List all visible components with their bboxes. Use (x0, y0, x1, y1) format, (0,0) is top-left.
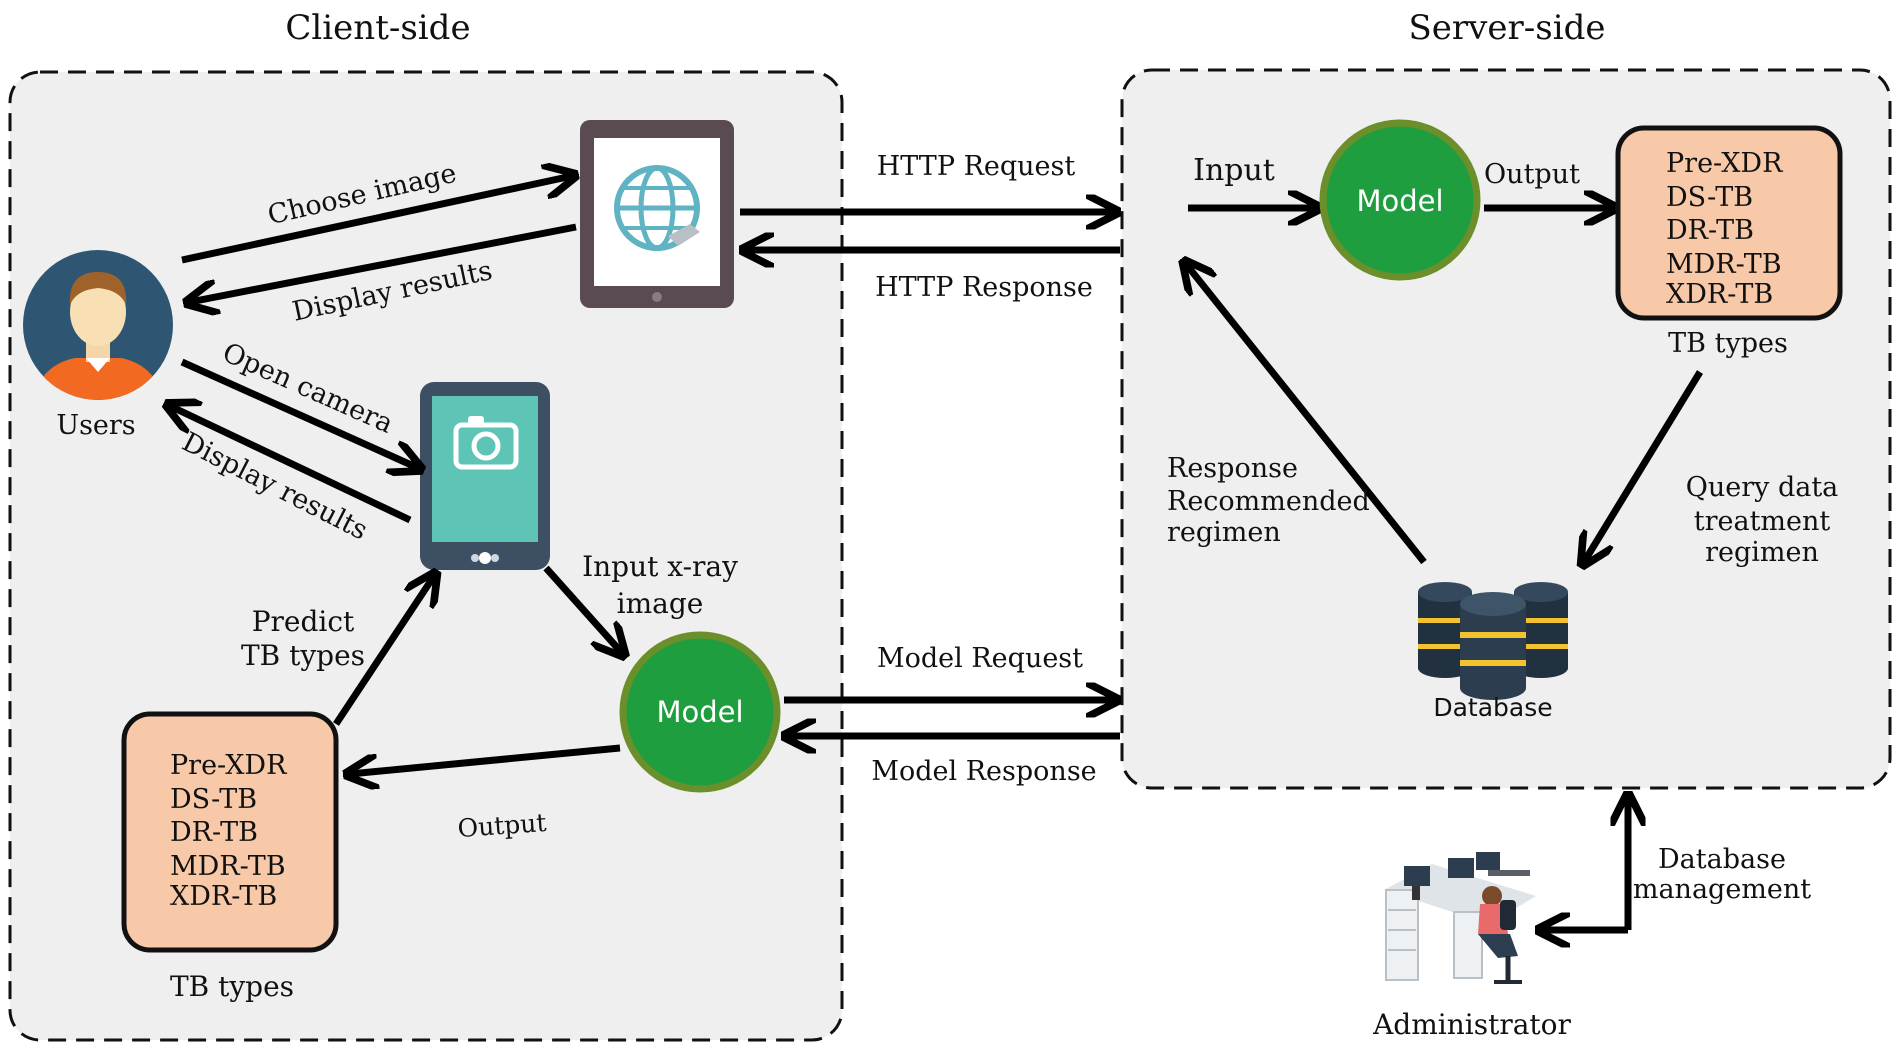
users-label: Users (56, 410, 135, 441)
arrow-predict-tb (333, 576, 434, 726)
arrow-display-results-bottom (170, 406, 412, 524)
administrator-icon (1384, 852, 1536, 984)
server-tb-item: Pre-XDR (1666, 148, 1783, 179)
db-management-line2: management (1633, 874, 1811, 905)
http-response-label: HTTP Response (875, 272, 1093, 303)
arrow-open-camera (180, 358, 418, 468)
client-tb-types-caption: TB types (170, 970, 294, 1003)
client-tb-item: MDR-TB (170, 851, 286, 882)
server-title: Server-side (1409, 8, 1606, 48)
server-tb-item: XDR-TB (1666, 279, 1773, 310)
input-xray-label-line1: Input x-ray (582, 550, 738, 583)
server-input-label: Input (1193, 153, 1275, 188)
middle-arrows (740, 212, 1120, 736)
client-arrows (170, 176, 622, 774)
server-tb-item: MDR-TB (1666, 249, 1782, 280)
predict-label-line2: TB types (241, 639, 365, 672)
server-tb-types-caption: TB types (1668, 328, 1788, 359)
db-management-line1: Database (1658, 844, 1786, 875)
response-label-line2: Recommended (1167, 486, 1370, 517)
database-label: Database (1433, 693, 1552, 722)
client-tb-item: Pre-XDR (170, 750, 287, 781)
server-model-label: Model (1356, 184, 1443, 218)
database-icon (1418, 582, 1568, 700)
response-label-line3: regimen (1167, 517, 1281, 548)
server-tb-types-box: Pre-XDR DS-TB DR-TB MDR-TB XDR-TB (1615, 125, 1843, 321)
arrow-display-results-top (190, 223, 577, 302)
client-tb-item: DR-TB (170, 817, 258, 848)
arrow-client-output (350, 744, 621, 774)
response-label-line1: Response (1167, 453, 1298, 484)
input-xray-label-line2: image (617, 587, 704, 620)
query-label-line1: Query data (1686, 472, 1839, 503)
query-label-line3: regimen (1705, 537, 1819, 568)
user-avatar-icon (23, 250, 173, 400)
administrator-label: Administrator (1372, 1008, 1571, 1041)
http-request-label: HTTP Request (877, 151, 1076, 182)
phone-camera-icon (420, 382, 550, 570)
arrow-response-regimen (1186, 264, 1427, 565)
tablet-web-icon (580, 120, 734, 308)
server-arrows (1186, 208, 1703, 930)
predict-label-line1: Predict (252, 605, 355, 638)
server-model-node: Model (1319, 119, 1481, 281)
client-model-node: Model (619, 631, 781, 793)
server-tb-item: DR-TB (1666, 215, 1754, 246)
client-tb-item: DS-TB (170, 784, 257, 815)
query-label-line2: treatment (1694, 506, 1831, 537)
client-title: Client-side (285, 8, 470, 48)
client-model-label: Model (656, 695, 743, 729)
client-tb-types-box: Pre-XDR DS-TB DR-TB MDR-TB XDR-TB (121, 711, 339, 953)
client-tb-item: XDR-TB (170, 881, 277, 912)
arrow-choose-image (181, 176, 572, 264)
server-output-label: Output (1484, 159, 1580, 190)
model-response-label: Model Response (871, 756, 1096, 787)
arrow-query-data (1584, 370, 1703, 562)
server-tb-item: DS-TB (1666, 182, 1753, 213)
client-output-label: Output (457, 808, 548, 843)
arrow-input-xray (543, 565, 622, 653)
model-request-label: Model Request (877, 643, 1083, 674)
